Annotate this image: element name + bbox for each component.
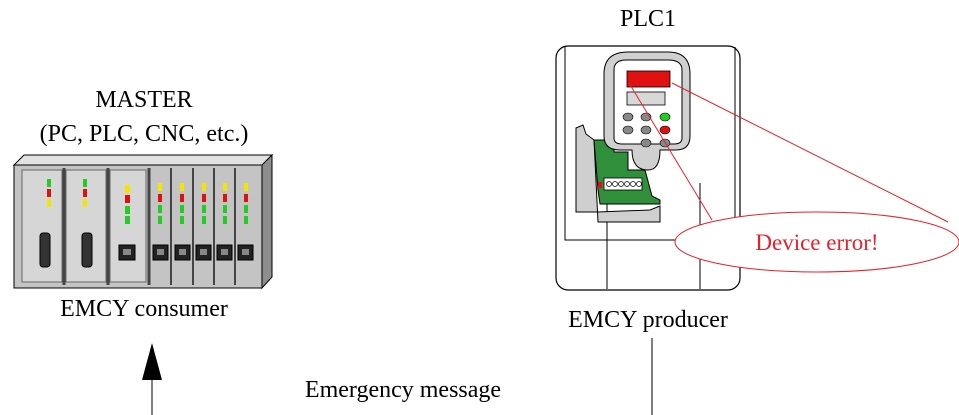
keypad-key bbox=[640, 125, 652, 135]
led bbox=[47, 199, 51, 207]
device-error-callout: Device error! bbox=[628, 82, 959, 273]
plc-title: PLC1 bbox=[620, 6, 676, 32]
keypad-key-green bbox=[659, 112, 671, 122]
led bbox=[83, 199, 87, 207]
led bbox=[244, 183, 248, 191]
led bbox=[125, 195, 130, 203]
plc-role-label: EMCY producer bbox=[568, 307, 728, 333]
led bbox=[83, 179, 87, 187]
keypad-key bbox=[622, 112, 634, 122]
led bbox=[180, 205, 184, 213]
master-subtitle: (PC, PLC, CNC, etc.) bbox=[40, 121, 249, 147]
led bbox=[125, 216, 130, 224]
led bbox=[244, 216, 248, 224]
callout-bubble bbox=[674, 211, 959, 273]
led bbox=[244, 194, 248, 202]
master-rack-device bbox=[12, 153, 274, 290]
led bbox=[202, 205, 206, 213]
keypad-key bbox=[640, 138, 652, 148]
led bbox=[202, 183, 206, 191]
led bbox=[158, 183, 162, 191]
led bbox=[223, 205, 227, 213]
led bbox=[158, 194, 162, 202]
led bbox=[125, 185, 130, 193]
led bbox=[125, 206, 130, 214]
led bbox=[180, 216, 184, 224]
led bbox=[180, 183, 184, 191]
led bbox=[83, 189, 87, 197]
led bbox=[202, 216, 206, 224]
led bbox=[244, 205, 248, 213]
master-role-label: EMCY consumer bbox=[60, 296, 228, 322]
arrow-head-up-icon bbox=[142, 343, 162, 380]
led bbox=[47, 189, 51, 197]
led bbox=[223, 194, 227, 202]
led bbox=[180, 194, 184, 202]
led bbox=[202, 194, 206, 202]
emergency-message-label: Emergency message bbox=[305, 377, 501, 403]
master-title: MASTER bbox=[95, 87, 192, 113]
led bbox=[47, 179, 51, 187]
callout-text: Device error! bbox=[755, 230, 878, 255]
led bbox=[223, 216, 227, 224]
led bbox=[223, 183, 227, 191]
keypad-key-red bbox=[659, 125, 671, 135]
led bbox=[158, 205, 162, 213]
led bbox=[158, 216, 162, 224]
keypad-key bbox=[622, 125, 634, 135]
error-display bbox=[626, 70, 671, 88]
